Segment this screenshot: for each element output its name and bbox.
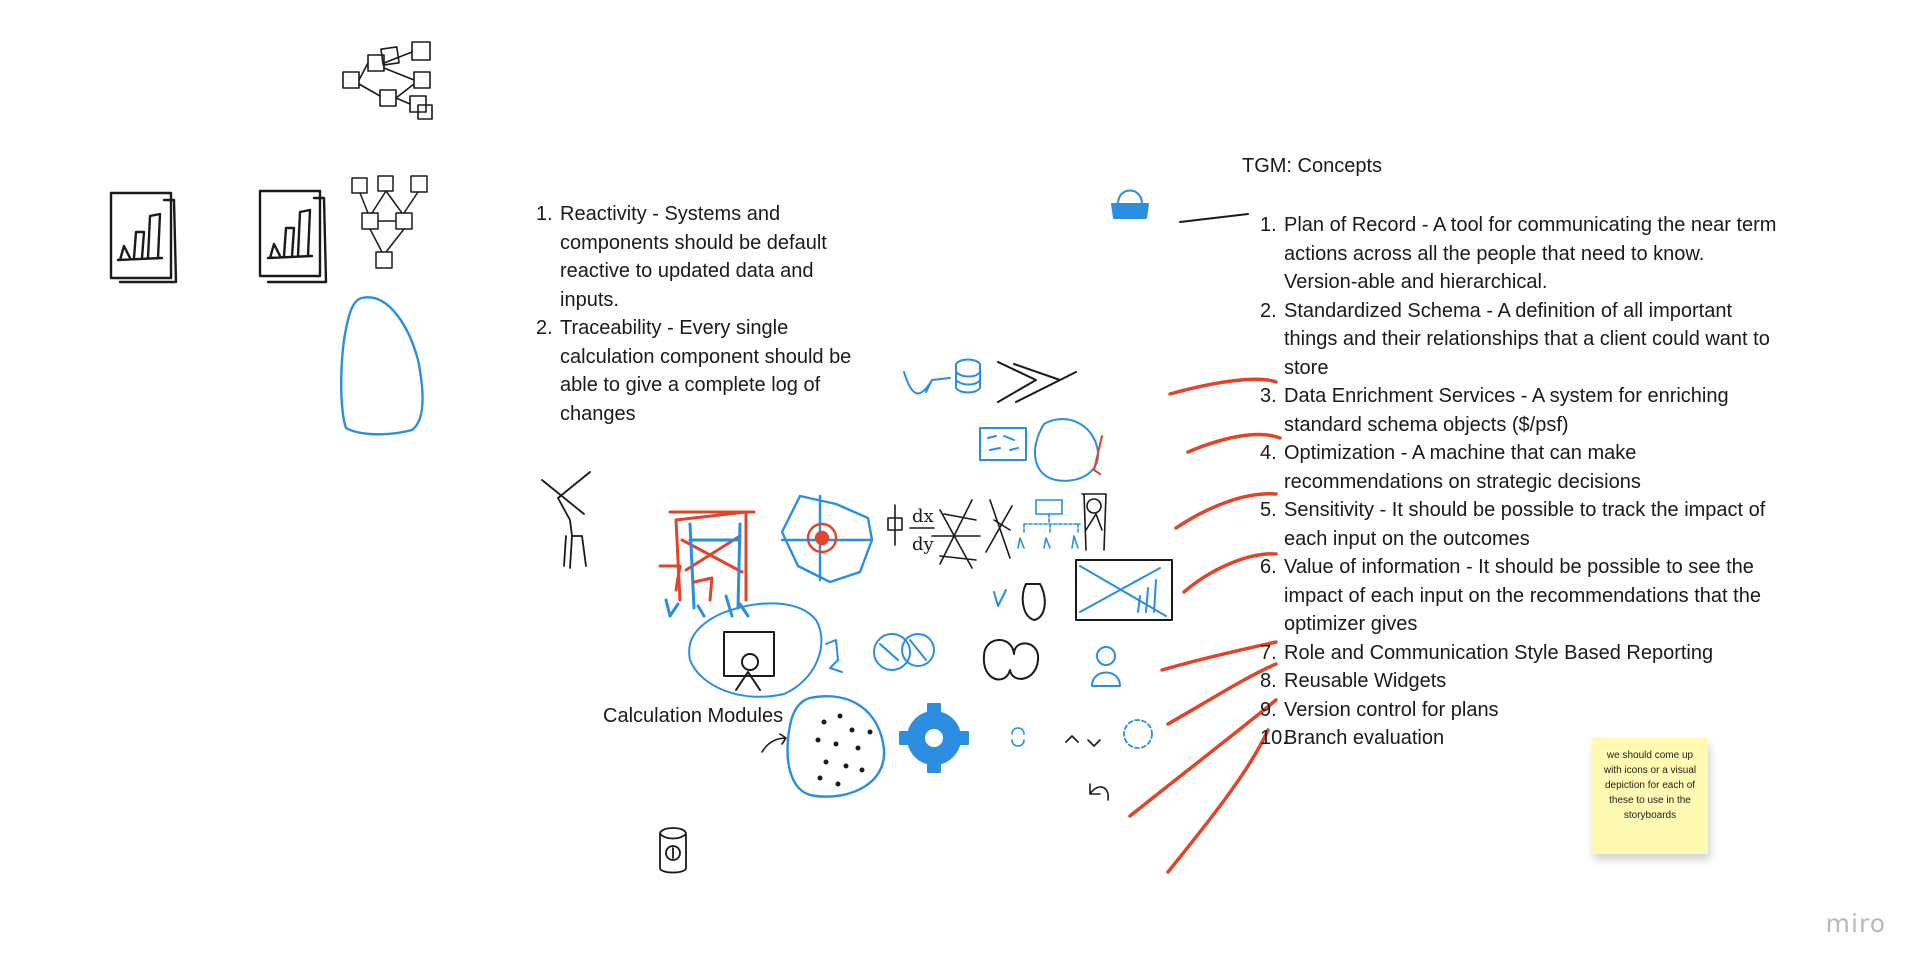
concept-item: 5. Sensitivity - It should be possible to… [1260,496,1780,553]
brain-gears-sketch[interactable] [825,633,935,673]
concept-text: Role and Communication Style Based Repor… [1284,641,1714,664]
user-icon[interactable] [1091,646,1121,687]
concept-number: 6. [1260,556,1277,578]
principles-list[interactable]: 1. Reactivity - Systems and components s… [536,200,876,428]
cycle-icon[interactable] [1123,719,1153,749]
concept-item: 3. Data Enrichment Services - A system fo… [1260,382,1780,439]
svg-text:dy: dy [912,534,935,555]
principle-item: 1. Reactivity - Systems and components s… [536,200,876,314]
concept-number: 1. [1260,214,1277,236]
concept-number: 10. [1260,727,1288,749]
concept-number: 8. [1260,670,1277,692]
wave-sketch[interactable] [1065,735,1101,747]
presentation-sketch[interactable] [688,602,823,698]
concept-number: 2. [1260,299,1277,322]
concept-item: 6. Value of information - It should be po… [1260,553,1780,639]
calculation-modules-label[interactable]: Calculation Modules [603,705,784,727]
principle-item: 2. Traceability - Every single calculati… [536,314,876,428]
concept-number: 3. [1260,385,1277,407]
concept-item: 2. Standardized Schema - A definition of … [1260,297,1780,383]
money-can-icon[interactable] [659,827,687,874]
flow-diagram-sketch[interactable] [351,175,428,269]
concept-text: Version control for plans [1284,698,1499,721]
concept-text: Sensitivity - It should be possible to t… [1284,499,1766,550]
bar-chart-sketch-2[interactable] [258,189,328,284]
concept-item: 7. Role and Communication Style Based Rep… [1260,639,1780,668]
concept-item: 10.Branch evaluation [1260,724,1780,753]
concept-number: 5. [1260,499,1277,521]
map-sketch[interactable] [979,418,1103,482]
principle-number: 1. [536,203,553,225]
concept-text: Plan of Record - A tool for communicatin… [1284,214,1777,293]
brain-sketch[interactable] [982,639,1040,681]
connector-line[interactable] [1179,213,1249,223]
presenter-sketch[interactable] [1081,493,1107,551]
concept-text: Data Enrichment Services - A system for … [1284,385,1729,436]
calculation-modules-sketch[interactable] [761,695,886,798]
principle-text: Traceability - Every single calculation … [560,317,852,425]
person-sketch[interactable] [541,471,591,569]
refresh-icon[interactable] [1011,727,1025,747]
concept-text: Optimization - A machine that can make r… [1284,442,1641,493]
lock-icon[interactable] [1111,189,1149,219]
principle-number: 2. [536,317,553,339]
gear-icon[interactable] [899,703,969,773]
network-diagram-sketch[interactable] [342,41,433,120]
miro-logo: miro [1825,909,1886,938]
crossed-chart-sketch[interactable] [993,559,1173,621]
math-sketch[interactable]: dx dy [887,499,1013,569]
target-web-sketch[interactable] [780,494,874,584]
pipeline-sketch[interactable] [903,358,1077,403]
org-chart-sketch[interactable] [1017,499,1081,549]
concept-item: 8. Reusable Widgets [1260,667,1780,696]
concept-text: Standardized Schema - A definition of al… [1284,299,1770,379]
concept-item: 4. Optimization - A machine that can make… [1260,439,1780,496]
structure-sketch[interactable] [658,510,756,618]
sticky-note[interactable]: we should come up with icons or a visual… [1592,738,1708,854]
svg-text:dx: dx [912,506,934,527]
red-connector-lines [1128,377,1282,874]
concept-text: Value of information - It should be poss… [1284,556,1761,635]
bar-chart-sketch-1[interactable] [109,191,178,284]
concept-item: 1. Plan of Record - A tool for communicat… [1260,211,1780,297]
blue-outline-shape[interactable] [340,296,424,436]
concept-number: 9. [1260,698,1277,721]
concept-number: 4. [1260,442,1277,464]
undo-arrow-sketch[interactable] [1089,783,1109,801]
principle-text: Reactivity - Systems and components shou… [560,203,827,311]
concept-number: 7. [1260,641,1277,664]
concept-item: 9. Version control for plans [1260,696,1780,725]
concept-text: Branch evaluation [1284,727,1445,749]
concept-text: Reusable Widgets [1284,670,1447,692]
concepts-title[interactable]: TGM: Concepts [1242,155,1383,177]
concepts-list[interactable]: 1. Plan of Record - A tool for communicat… [1260,211,1780,753]
